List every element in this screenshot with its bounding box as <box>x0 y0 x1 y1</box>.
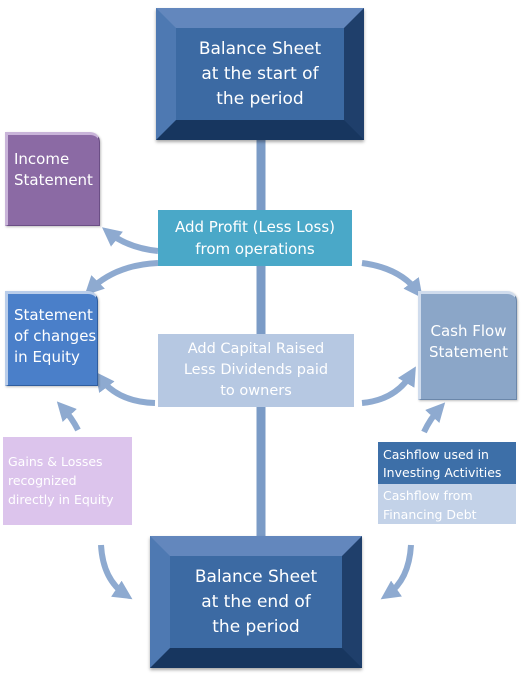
balance-end-line-1: Balance Sheet <box>194 566 318 587</box>
balance-sheet-start-label: Balance Sheet at the start of the period <box>199 37 321 112</box>
cashflow-investing-box: Cashflow used in Investing Activities <box>378 442 516 484</box>
gains-losses-box: Gains & Losses recognized directly in Eq… <box>3 437 132 525</box>
cash-flow-statement-box: Cash Flow Statement <box>418 291 517 400</box>
cash-flow-line-1: Cash Flow <box>430 322 507 340</box>
equity-statement-box: Statement of changes in Equity <box>5 291 98 386</box>
investing-line-1: Cashflow used in <box>383 447 489 462</box>
balance-end-line-2: at the end of <box>201 591 311 612</box>
capital-line-1: Add Capital Raised <box>187 341 325 357</box>
investing-line-2: Investing Activities <box>383 465 502 480</box>
gains-line-2: recognized <box>8 473 77 488</box>
arrow-capital-to-equity <box>95 371 156 406</box>
capital-bar: Add Capital Raised Less Dividends paid t… <box>158 334 354 407</box>
balance-start-line-1: Balance Sheet <box>198 38 322 59</box>
balance-sheet-end-box: Balance Sheet at the end of the period <box>150 536 362 668</box>
balance-start-line-3: the period <box>216 88 304 109</box>
balance-start-line-2: at the start of <box>201 63 319 84</box>
profit-bar: Add Profit (Less Loss) from operations <box>158 210 352 266</box>
income-statement-line-2: Statement <box>14 171 93 189</box>
cash-flow-line-2: Statement <box>429 343 508 361</box>
equity-line-2: of changes <box>14 327 97 345</box>
arrow-cashflow-up <box>421 402 446 434</box>
gains-line-1: Gains & Losses <box>8 454 103 469</box>
capital-line-3: to owners <box>220 383 292 399</box>
arrow-to-income <box>102 227 159 254</box>
arrow-gains-to-equity <box>56 401 81 432</box>
cashflow-financing-box: Cashflow from Financing Debt <box>378 484 516 524</box>
balance-end-line-3: the period <box>212 616 300 637</box>
gains-line-3: directly in Equity <box>8 492 114 507</box>
profit-line-2: from operations <box>195 240 315 258</box>
arrow-profit-to-equity <box>84 260 159 296</box>
capital-line-2: Less Dividends paid <box>183 362 329 378</box>
equity-line-3: in Equity <box>14 348 80 366</box>
arrow-profit-to-cashflow <box>361 260 423 299</box>
profit-line-1: Add Profit (Less Loss) <box>174 218 336 236</box>
arrow-right-to-end <box>380 544 414 600</box>
balance-sheet-end-label: Balance Sheet at the end of the period <box>195 565 317 640</box>
income-statement-box: Income Statement <box>5 132 100 226</box>
arrow-left-to-end <box>98 544 133 600</box>
equity-line-1: Statement <box>14 306 93 324</box>
arrow-capital-to-cashflow <box>361 366 416 406</box>
financing-line-2: Financing Debt <box>383 507 477 522</box>
financing-line-1: Cashflow from <box>383 488 473 503</box>
income-statement-line-1: Income <box>14 150 70 168</box>
balance-sheet-start-box: Balance Sheet at the start of the period <box>156 8 364 140</box>
